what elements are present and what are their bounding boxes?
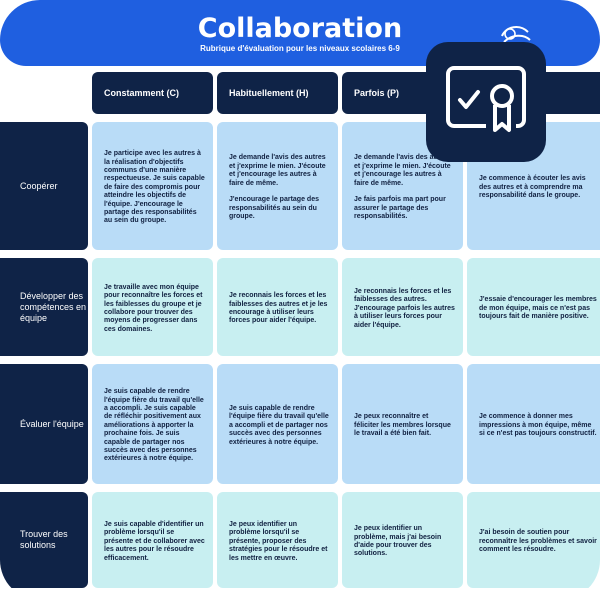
cell-text: Je peux reconnaître et féliciter les mem…	[354, 413, 451, 438]
cell-text: Je travaille avec mon équipe pour reconn…	[104, 283, 203, 333]
organization-logo	[501, 26, 531, 43]
rubric-cell: Je reconnais les forces et les faiblesse…	[217, 258, 338, 356]
row-label: Développer des compétences en équipe	[20, 290, 87, 323]
rubric-cell: Je peux identifier un problème lorsqu'il…	[217, 492, 338, 588]
rubric-cell: Je suis capable de rendre l'équipe fière…	[92, 364, 213, 484]
rubric-cell: J'ai besoin de soutien pour reconnaître …	[467, 492, 600, 588]
cell-text: Je reconnais les forces et les faiblesse…	[229, 292, 328, 325]
cell-text: Je peux identifier un problème, mais j'a…	[354, 525, 442, 558]
rubric-cell: Je peux identifier un problème, mais j'a…	[342, 492, 463, 588]
row-header-cooperer: Coopérer	[0, 122, 88, 250]
row-header-trouver: Trouver des solutions	[0, 492, 88, 588]
column-header-habituellement: Habituellement (H)	[217, 72, 338, 114]
row-label: Évaluer l'équipe	[20, 418, 84, 429]
cell-text: Je demande l'avis des autres et j'exprim…	[229, 154, 326, 221]
row-label: Coopérer	[20, 180, 58, 191]
rubric-cell: Je peux reconnaître et féliciter les mem…	[342, 364, 463, 484]
row-label: Trouver des solutions	[20, 529, 68, 550]
header-banner: Collaboration Rubrique d'évaluation pour…	[0, 0, 600, 66]
cell-text: J'essaie d'encourager les membres de mon…	[479, 296, 597, 321]
page-title: Collaboration	[197, 13, 403, 44]
rubric-cell: Je demande l'avis des autres et j'exprim…	[217, 122, 338, 250]
cell-text: Je commence à écouter les avis des autre…	[479, 175, 586, 200]
cell-text: Je suis capable de rendre l'équipe fière…	[229, 404, 329, 446]
cell-text: Je demande l'avis des autres et j'exprim…	[354, 154, 451, 221]
certificate-icon	[446, 66, 526, 132]
cell-text: Je participe avec les autres à la réalis…	[104, 150, 205, 225]
rubric-cell: Je participe avec les autres à la réalis…	[92, 122, 213, 250]
cell-text: Je suis capable d'identifier un problème…	[104, 520, 205, 562]
column-header-constamment: Constamment (C)	[92, 72, 213, 114]
row-header-evaluer: Évaluer l'équipe	[0, 364, 88, 484]
page-subtitle: Rubrique d'évaluation pour les niveaux s…	[200, 44, 400, 53]
rubric-cell: Je travaille avec mon équipe pour reconn…	[92, 258, 213, 356]
rubric-cell: Je reconnais les forces et les faiblesse…	[342, 258, 463, 356]
cell-text: Je suis capable de rendre l'équipe fière…	[104, 388, 204, 463]
cell-text: J'ai besoin de soutien pour reconnaître …	[479, 529, 597, 554]
rubric-cell: Je commence à donner mes impressions à m…	[467, 364, 600, 484]
rubric-cell: J'essaie d'encourager les membres de mon…	[467, 258, 600, 356]
certificate-badge	[426, 42, 546, 162]
row-header-developper: Développer des compétences en équipe	[0, 258, 88, 356]
rubric-cell: Je suis capable de rendre l'équipe fière…	[217, 364, 338, 484]
cell-text: Je peux identifier un problème lorsqu'il…	[229, 520, 328, 562]
cell-text: Je reconnais les forces et les faiblesse…	[354, 287, 455, 329]
cell-text: Je commence à donner mes impressions à m…	[479, 413, 597, 438]
rubric-cell: Je suis capable d'identifier un problème…	[92, 492, 213, 588]
